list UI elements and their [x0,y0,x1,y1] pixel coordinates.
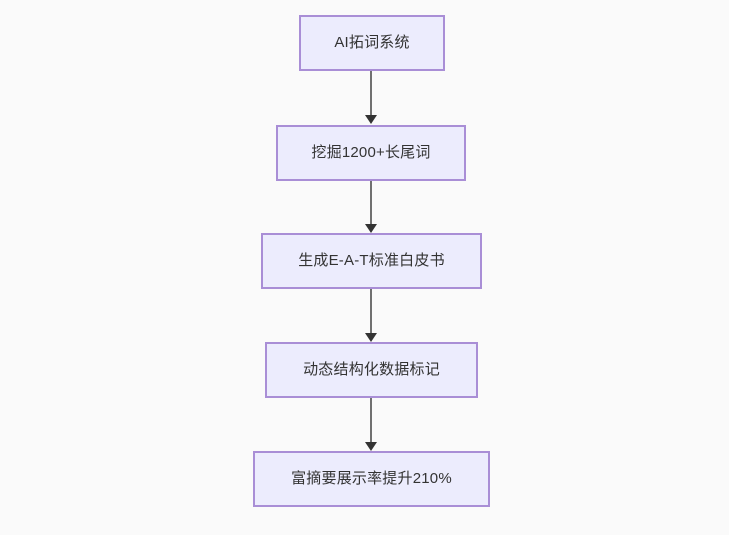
flow-edge-n2-n3 [370,181,372,225]
flow-node-generate-eat-whitepaper[interactable]: 生成E-A-T标准白皮书 [261,233,482,289]
flow-edge-n1-n2 [370,71,372,117]
arrow-down-icon [365,224,377,233]
flow-node-label: AI拓词系统 [334,34,410,51]
arrow-down-icon [365,115,377,124]
flow-node-label: 生成E-A-T标准白皮书 [298,252,445,269]
arrow-down-icon [365,442,377,451]
flow-node-label: 动态结构化数据标记 [303,361,440,378]
flow-node-label: 富摘要展示率提升210% [291,470,452,487]
flow-node-rich-snippet-impression-lift[interactable]: 富摘要展示率提升210% [253,451,490,507]
flow-edge-n4-n5 [370,398,372,443]
flow-edge-n3-n4 [370,289,372,334]
arrow-down-icon [365,333,377,342]
flow-node-dynamic-structured-data-markup[interactable]: 动态结构化数据标记 [265,342,478,398]
flow-node-label: 挖掘1200+长尾词 [311,144,431,161]
flow-node-mine-longtail-keywords[interactable]: 挖掘1200+长尾词 [276,125,466,181]
flow-node-ai-keyword-system[interactable]: AI拓词系统 [299,15,445,71]
